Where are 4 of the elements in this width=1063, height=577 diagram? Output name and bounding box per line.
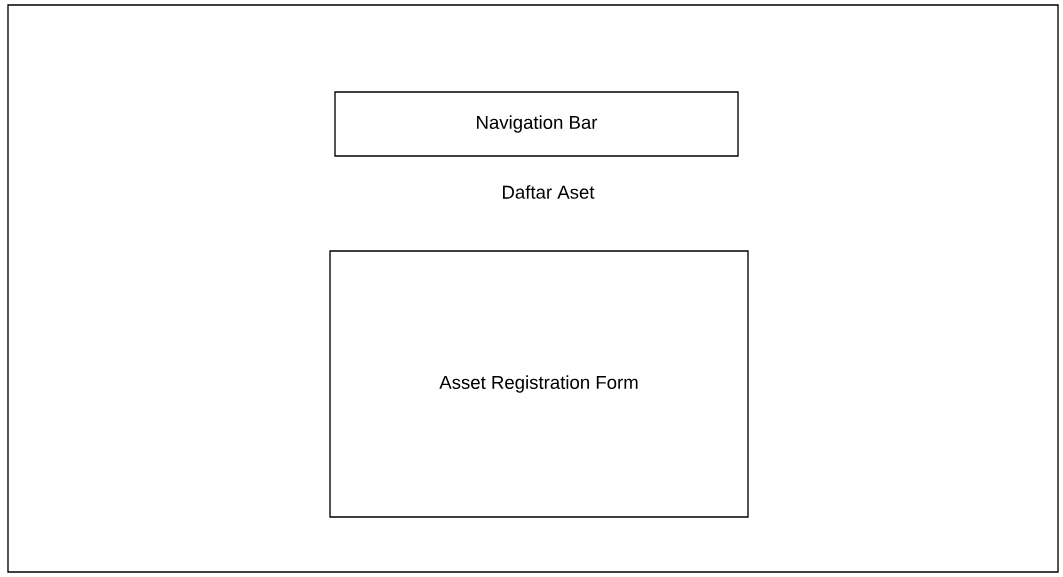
page-frame bbox=[7, 4, 1059, 573]
form-box: Asset Registration Form bbox=[329, 250, 749, 518]
page-heading: Daftar Aset bbox=[503, 185, 595, 199]
navigation-bar-box: Navigation Bar bbox=[334, 91, 739, 157]
